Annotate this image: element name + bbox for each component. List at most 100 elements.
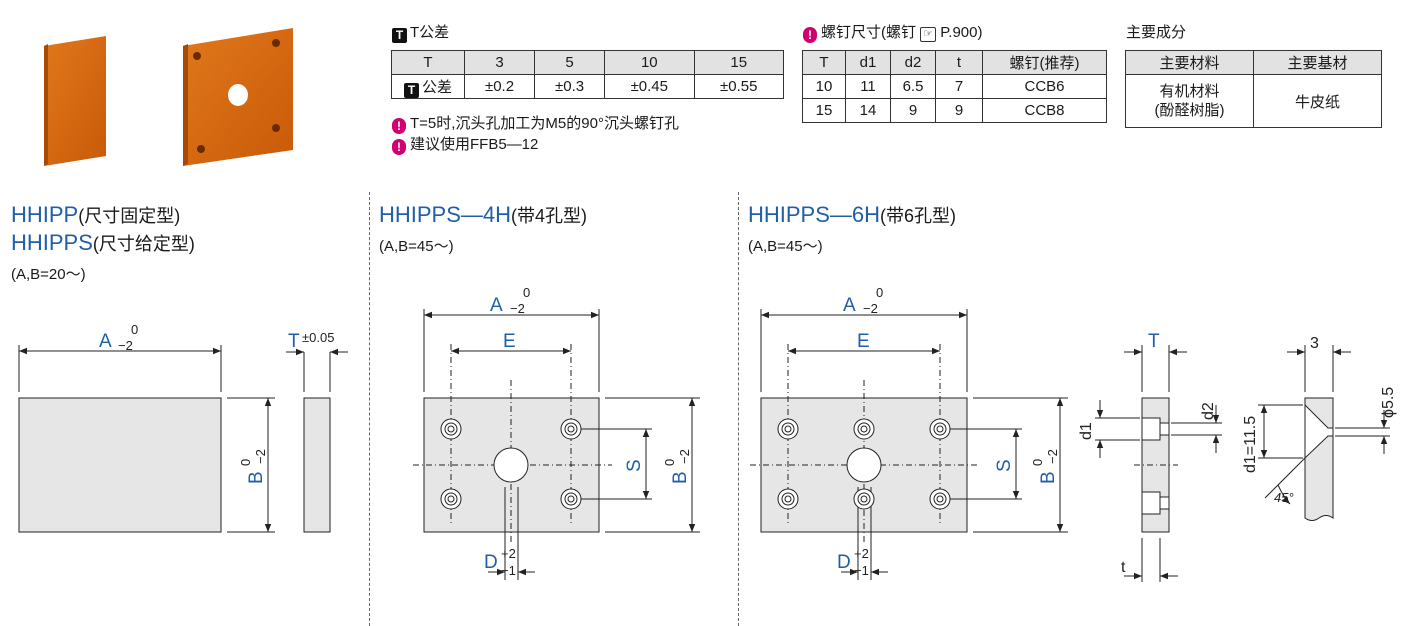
table-cell: ±0.45	[604, 74, 695, 99]
dim-t: T	[288, 331, 300, 352]
material-line: 有机材料	[1159, 83, 1220, 100]
table-cell: CCB8	[982, 98, 1107, 123]
tol-zero: 0	[1030, 459, 1045, 466]
tolerance-title-text: T公差	[410, 24, 450, 41]
screw-title-text: 螺钉尺寸(螺钉	[821, 24, 916, 41]
dim-e-6h: E	[857, 331, 870, 352]
table-cell: T	[802, 50, 846, 75]
tol-minus: −1	[501, 563, 516, 578]
section-1-range: (A,B=20～)	[11, 266, 86, 283]
table-cell: d2	[890, 50, 936, 75]
model-name: HHIPP	[11, 202, 79, 227]
table-cell: 10	[604, 50, 695, 75]
dim-d1: d1	[1078, 422, 1095, 440]
table-cell: 6.5	[890, 74, 936, 99]
composition-title: 主要成分	[1126, 24, 1187, 41]
tol-zero: 0	[876, 285, 883, 300]
t-badge-icon: T	[392, 28, 407, 43]
note-2: !建议使用FFB5—12	[392, 133, 538, 155]
dim-3: 3	[1310, 335, 1319, 352]
table-row: 10 11 6.5 7 CCB6	[802, 74, 1107, 99]
dim-d2: d2	[1200, 402, 1217, 420]
tol-minus: −1	[854, 563, 869, 578]
row-label: 公差	[421, 78, 452, 96]
dim-b-6h: B	[1038, 471, 1059, 484]
table-cell: t	[935, 50, 983, 75]
composition-table: 主要材料 主要基材 有机材料 (酚醛树脂) 牛皮纸	[1125, 50, 1382, 128]
reference-hand-icon: ☞	[920, 27, 937, 42]
tol-plus: +2	[854, 546, 869, 561]
table-cell: 螺钉(推荐)	[982, 50, 1107, 75]
drilled-plate-image	[183, 28, 293, 166]
section-2-range: (A,B=45～)	[379, 238, 454, 255]
model-name: HHIPPS—6H	[748, 202, 881, 227]
screw-title: !螺钉尺寸(螺钉 ☞ P.900)	[803, 21, 982, 43]
model-name: HHIPPS	[11, 230, 93, 255]
tol-plus: +2	[501, 546, 516, 561]
note-icon: !	[392, 139, 406, 155]
table-cell: ±0.3	[534, 74, 606, 99]
dim-a-4h: A	[490, 295, 503, 316]
model-desc: (尺寸给定型)	[92, 234, 195, 254]
plate-side-view	[303, 397, 331, 533]
table-row: T d1 d2 t 螺钉(推荐)	[802, 50, 1107, 75]
table-cell: ±0.2	[463, 74, 536, 99]
table-row: 主要材料 主要基材	[1125, 50, 1382, 75]
model-desc: (带4孔型)	[511, 206, 588, 226]
dim-angle: 45°	[1274, 490, 1294, 505]
screw-table: T d1 d2 t 螺钉(推荐) 10 11 6.5 7 CCB6 15 14 …	[802, 50, 1107, 123]
section-1-title-2: HHIPPS(尺寸给定型)	[11, 230, 195, 256]
table-cell: T	[391, 50, 465, 75]
table-cell: 牛皮纸	[1253, 74, 1382, 128]
note-text: 建议使用FFB5—12	[410, 136, 539, 153]
material-line: (酚醛树脂)	[1154, 102, 1225, 119]
section-3-range: (A,B=45～)	[748, 238, 823, 255]
dim-d1-value: d1=11.5	[1242, 416, 1259, 473]
product-photo	[44, 28, 293, 166]
dim-e-4h: E	[503, 331, 516, 352]
table-cell: ±0.55	[693, 74, 785, 99]
section-divider	[738, 192, 739, 626]
tol-minus: −2	[510, 301, 525, 316]
dim-b: B	[246, 471, 267, 484]
section-2-title: HHIPPS—4H(带4孔型)	[379, 202, 587, 228]
dim-s-6h: S	[994, 459, 1015, 472]
tol-minus: −2	[118, 338, 133, 353]
plate-front-view	[18, 397, 222, 533]
model-desc: (带6孔型)	[880, 206, 957, 226]
model-name: HHIPPS—4H	[379, 202, 512, 227]
dim-t-side: T	[1148, 331, 1160, 352]
note-1: !T=5时,沉头孔加工为M5的90°沉头螺钉孔	[392, 112, 679, 134]
model-desc: (尺寸固定型)	[78, 206, 181, 226]
mounting-holes-6h	[777, 418, 951, 510]
dim-a: A	[99, 331, 112, 352]
dim-t-depth: t	[1121, 559, 1126, 576]
table-cell: 10	[802, 74, 846, 99]
tol-zero: 0	[523, 285, 530, 300]
tol-zero: 0	[131, 322, 138, 337]
note-text: T=5时,沉头孔加工为M5的90°沉头螺钉孔	[410, 115, 679, 132]
tol-minus: −2	[677, 449, 692, 464]
section-1-title: HHIPP(尺寸固定型)	[11, 202, 180, 228]
dim-phi: ϕ5.5	[1380, 387, 1397, 418]
dim-s-4h: S	[624, 459, 645, 472]
table-cell: 9	[935, 98, 983, 123]
table-cell: 15	[693, 50, 785, 75]
tol-minus: −2	[1045, 449, 1060, 464]
section-3-title: HHIPPS—6H(带6孔型)	[748, 202, 956, 228]
note-icon: !	[803, 27, 817, 43]
table-cell: 9	[890, 98, 936, 123]
screw-ref-link[interactable]: P.900)	[940, 24, 983, 41]
mounting-holes-4h	[440, 418, 582, 510]
t-badge-icon: T	[403, 82, 419, 98]
table-cell: 14	[845, 98, 891, 123]
table-row: 有机材料 (酚醛树脂) 牛皮纸	[1125, 74, 1382, 128]
table-cell: CCB6	[982, 74, 1107, 99]
table-cell: 主要材料	[1125, 50, 1254, 75]
table-cell: 主要基材	[1253, 50, 1382, 75]
tol-minus: −2	[863, 301, 878, 316]
